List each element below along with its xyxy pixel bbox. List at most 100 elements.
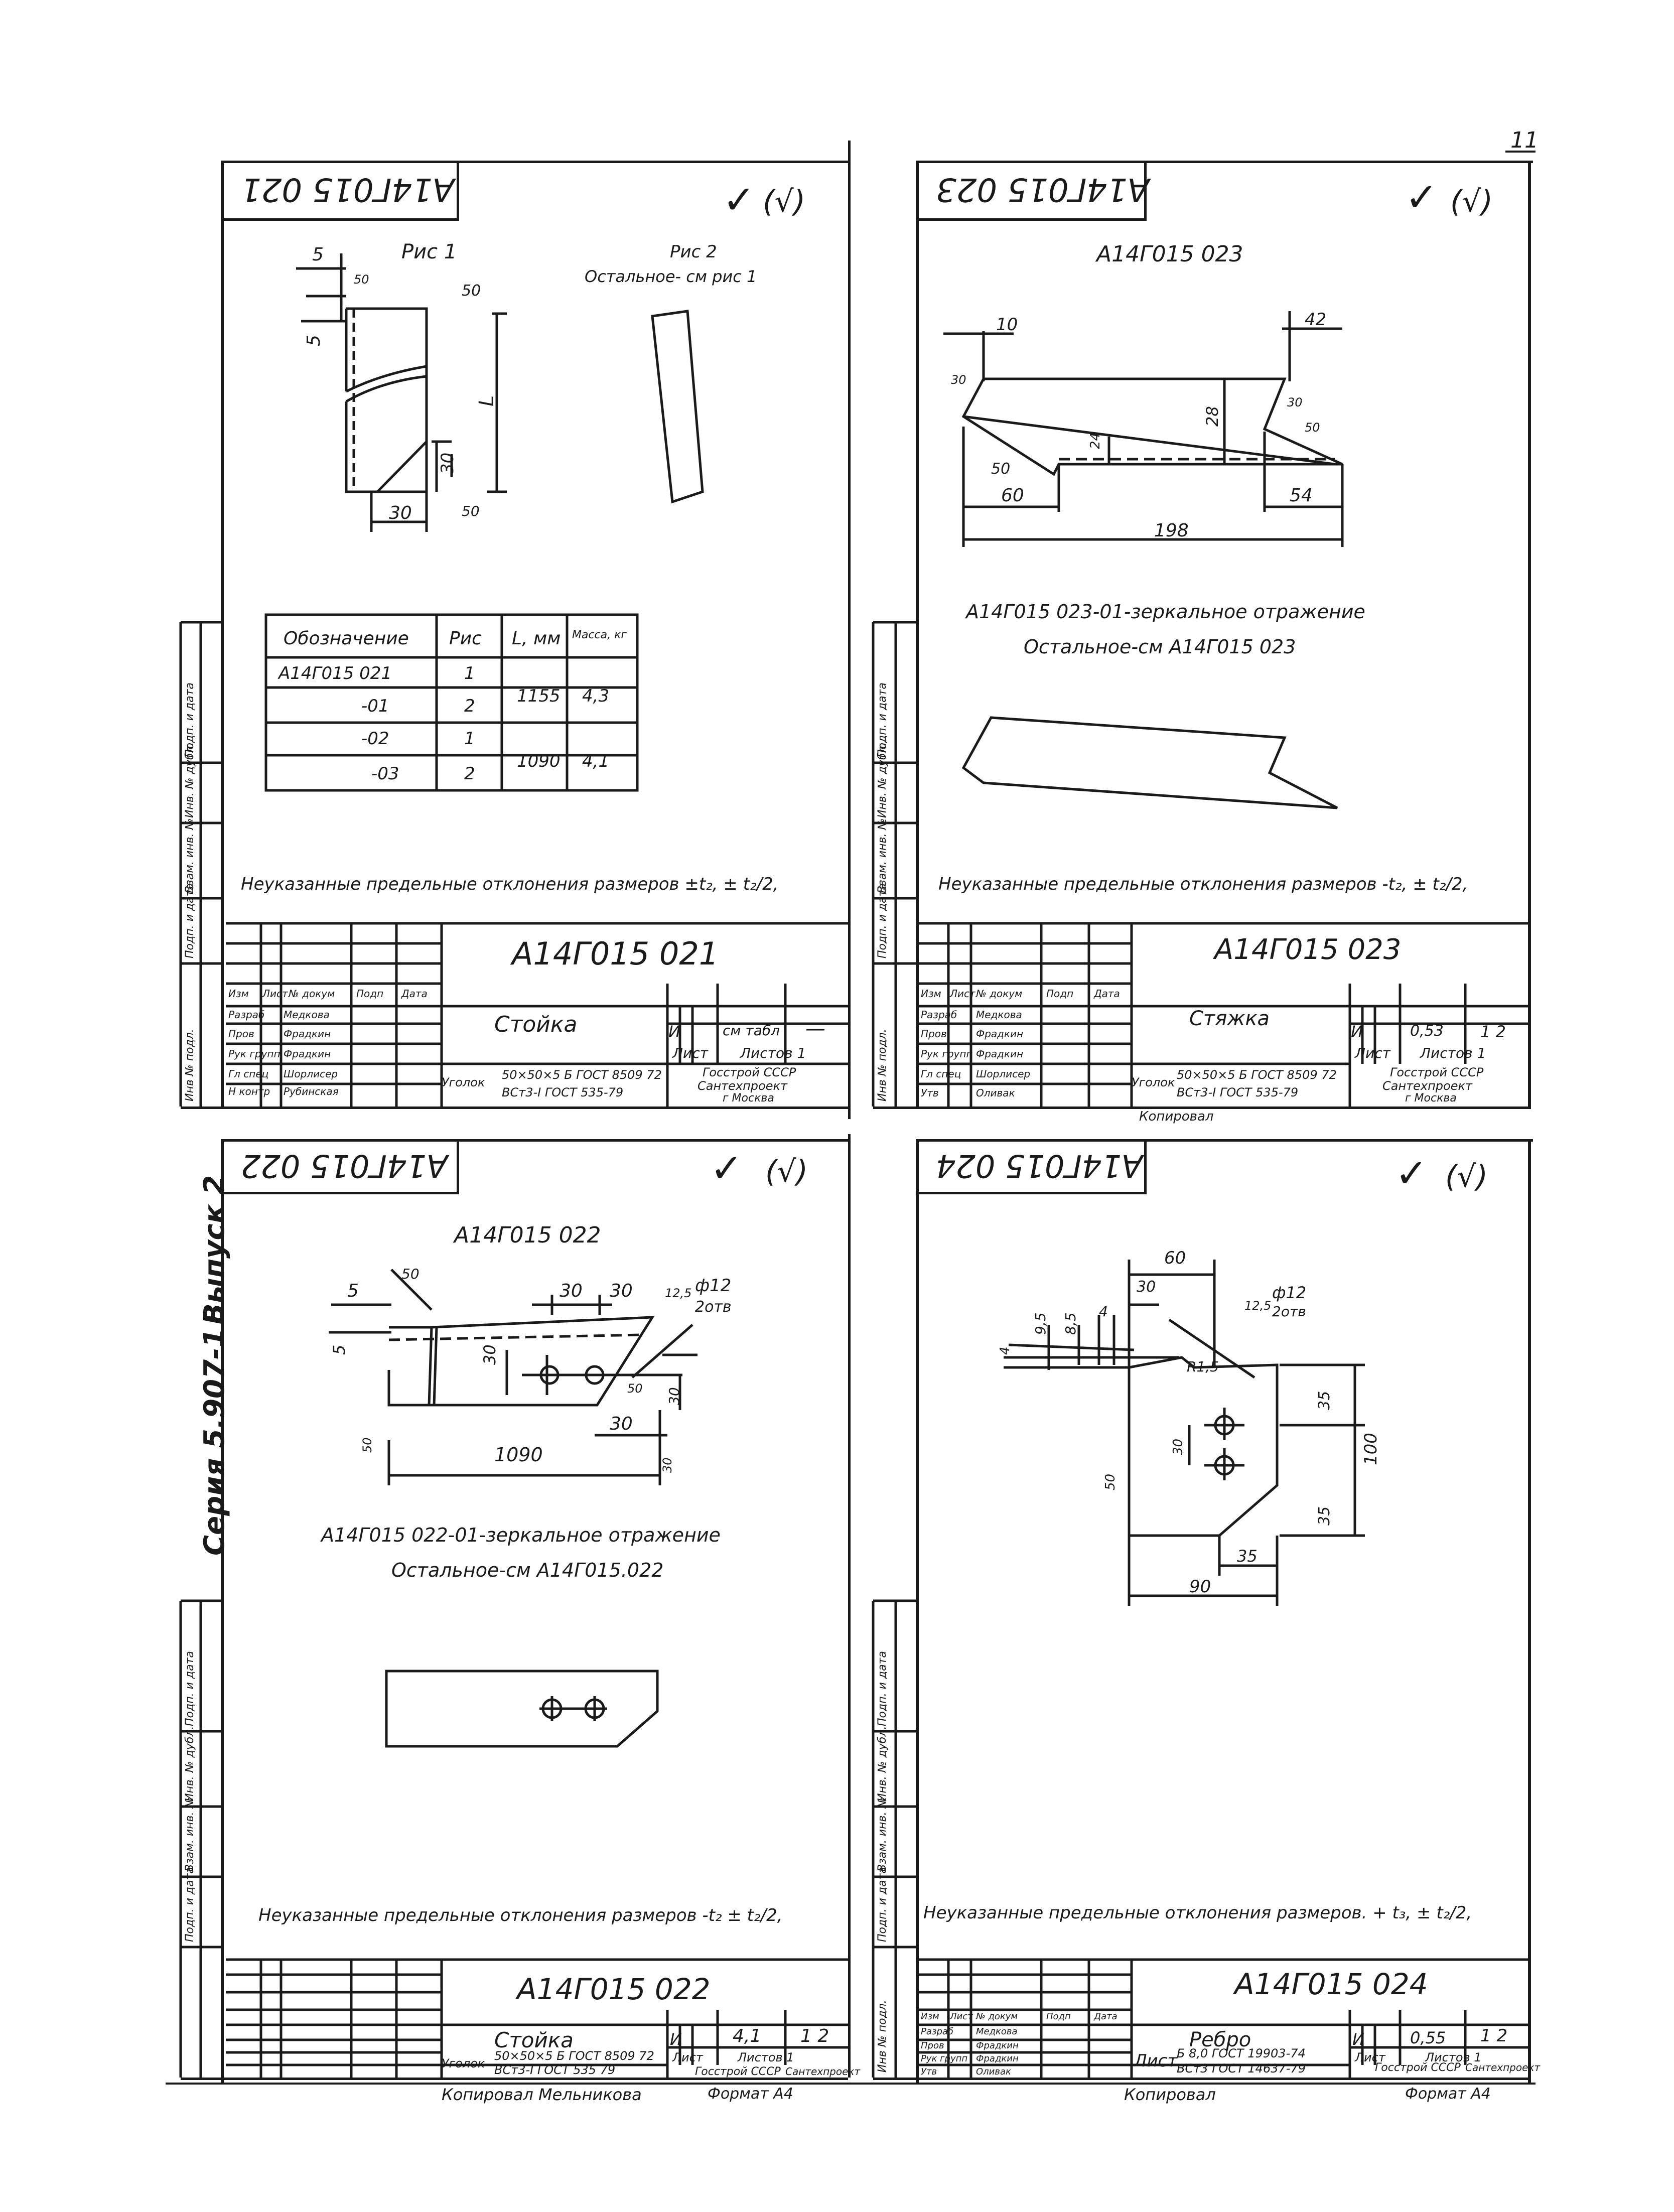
- dim-text: L: [475, 395, 498, 406]
- rest-note: Остальное-см А14Г015.022: [391, 1559, 664, 1581]
- side-label-inv: Инв № подл.: [876, 2000, 889, 2072]
- table-cell: 1155: [517, 686, 561, 706]
- dim-text: 2отв: [695, 1298, 732, 1316]
- side-label-sign2: Подп. и дата: [876, 682, 889, 758]
- stamp-header: Лист: [262, 988, 288, 1000]
- drawing-title: Стойка: [494, 1012, 578, 1037]
- dim-text: 12,5: [665, 1286, 692, 1300]
- tolerance-note: Неуказанные предельные отклонения размер…: [258, 1905, 783, 1925]
- dim-text: 4: [1099, 1303, 1108, 1320]
- stamp-header: Изм: [228, 988, 249, 1000]
- dim-text: 4: [998, 1346, 1013, 1355]
- table-cell: 4,1: [582, 751, 610, 771]
- table-cell: 2: [464, 696, 475, 716]
- lit-value: И: [1351, 1022, 1363, 1041]
- dim-text: 30: [610, 1414, 633, 1434]
- material-label: Уголок: [442, 2056, 485, 2070]
- drawing-title: Ребро: [1189, 2028, 1251, 2051]
- table-cell: 2: [464, 764, 475, 784]
- dim-text: 50: [354, 272, 369, 287]
- stamp-header: Подп: [356, 988, 384, 1000]
- dim-text: 30: [610, 1281, 633, 1301]
- table-cell: А14Г015 021: [278, 663, 392, 683]
- sheets-count: Листов 1: [1420, 1045, 1486, 1061]
- stamp-header: Подп: [1046, 988, 1074, 1000]
- dim-text: 30: [560, 1281, 583, 1301]
- mass-value: 4,1: [733, 2026, 762, 2046]
- stamp-name: Медкова: [976, 2026, 1018, 2037]
- side-label-sign: Подп. и дата: [876, 883, 889, 958]
- sheet-frame-bottom: [181, 1107, 848, 1109]
- stamp-header: Дата: [1094, 988, 1120, 1000]
- stamp-role: Гл спец: [921, 1068, 961, 1080]
- stamp-role: Разраб: [921, 2026, 954, 2037]
- dim-text: ф12: [695, 1276, 732, 1296]
- org-line2: Сантехпроект: [698, 1079, 787, 1093]
- material-line2: ВСт3-I ГОСТ 535-79: [502, 1085, 624, 1099]
- footer-copied-left: Копировал Мельникова: [442, 2085, 642, 2104]
- material-line2: ВСт3-I ГОСТ 535 79: [494, 2063, 616, 2077]
- stamp-name: Фрадкин: [976, 2040, 1019, 2051]
- stamp-name: Медкова: [976, 1009, 1022, 1021]
- dim-text: 90: [1189, 1577, 1211, 1597]
- dim-text: 30: [1137, 1278, 1156, 1296]
- stamp-header: Изм: [921, 988, 941, 1000]
- lit-value: И: [1352, 2030, 1364, 2049]
- dim-text: 30: [389, 503, 412, 523]
- drawing-label: А14Г015 022: [454, 1222, 601, 1248]
- mass-value: 0,55: [1410, 2028, 1446, 2047]
- lit-value: И: [668, 1022, 680, 1041]
- table-header: Рис: [449, 628, 482, 649]
- sheet-frame-bottom: [873, 2078, 1530, 2080]
- sheet-label: Лист: [672, 1045, 708, 1061]
- drawing-title: Стойка: [494, 2028, 574, 2052]
- sheet-frame-bottom: [873, 1107, 1530, 1109]
- stamp-name: Медкова: [284, 1009, 330, 1021]
- dim-text: 2отв: [1272, 1303, 1306, 1320]
- org-line3: г Москва: [1405, 1092, 1457, 1104]
- material-label: Уголок: [442, 1075, 485, 1089]
- drawing-code: А14Г015 022: [517, 1972, 711, 2006]
- flipped-header-code: А14Г015 021: [241, 171, 455, 208]
- page-number: 11: [1510, 127, 1539, 153]
- fig1-outline: [345, 307, 428, 493]
- table-cell: 1090: [517, 751, 561, 771]
- sheet-frame-top: [916, 161, 1533, 163]
- lit-value: И: [670, 2030, 682, 2049]
- roughness-symbol: ✓: [723, 178, 756, 223]
- org-line1: Госстрой СССР: [695, 2065, 781, 2078]
- sheet-label: Лист: [1355, 2050, 1385, 2064]
- sheet-label: Лист: [672, 2050, 703, 2064]
- stamp-role: Разраб: [921, 1009, 957, 1021]
- stamp-role: Гл спец: [228, 1068, 269, 1080]
- material-label: Уголок: [1132, 1075, 1175, 1089]
- side-label-dup: Инв. № дубл.: [184, 1726, 196, 1802]
- fig2-outline: [651, 310, 704, 504]
- side-label-sign2: Подп. и дата: [184, 1651, 196, 1726]
- dim-text: 30: [480, 1344, 499, 1365]
- dim-text: 50: [1103, 1473, 1118, 1490]
- tolerance-note: Неуказанные предельные отклонения размер…: [938, 874, 1468, 894]
- side-label-inv: Инв № подл.: [184, 1029, 196, 1101]
- dim-text: 5: [312, 244, 324, 265]
- sheet-frame-bottom: [181, 2078, 848, 2080]
- material-label: Лист: [1134, 2051, 1178, 2071]
- dim-text: 50: [627, 1381, 643, 1396]
- dim-text: 35: [1237, 1547, 1258, 1566]
- stamp-role: Утв: [921, 2066, 937, 2077]
- dim-text: 28: [1203, 406, 1222, 427]
- stamp-header: Дата: [1094, 2011, 1118, 2022]
- side-label-repl: Взам. инв. №: [876, 1796, 889, 1872]
- org-line2: Сантехпроект: [1465, 2061, 1541, 2073]
- tolerance-note: Неуказанные предельные отклонения размер…: [241, 874, 779, 894]
- flipped-header-box: [918, 163, 1147, 221]
- sheets-count: Листов 1: [738, 2050, 794, 2064]
- roughness-symbol: ✓: [1405, 175, 1438, 220]
- table-header: Обозначение: [284, 628, 409, 649]
- sheet-frame-top: [916, 1139, 1533, 1142]
- flipped-header-code: А14Г015 022: [241, 1148, 448, 1184]
- dim-text: 42: [1305, 310, 1327, 330]
- sheet-frame-right: [1528, 161, 1531, 1109]
